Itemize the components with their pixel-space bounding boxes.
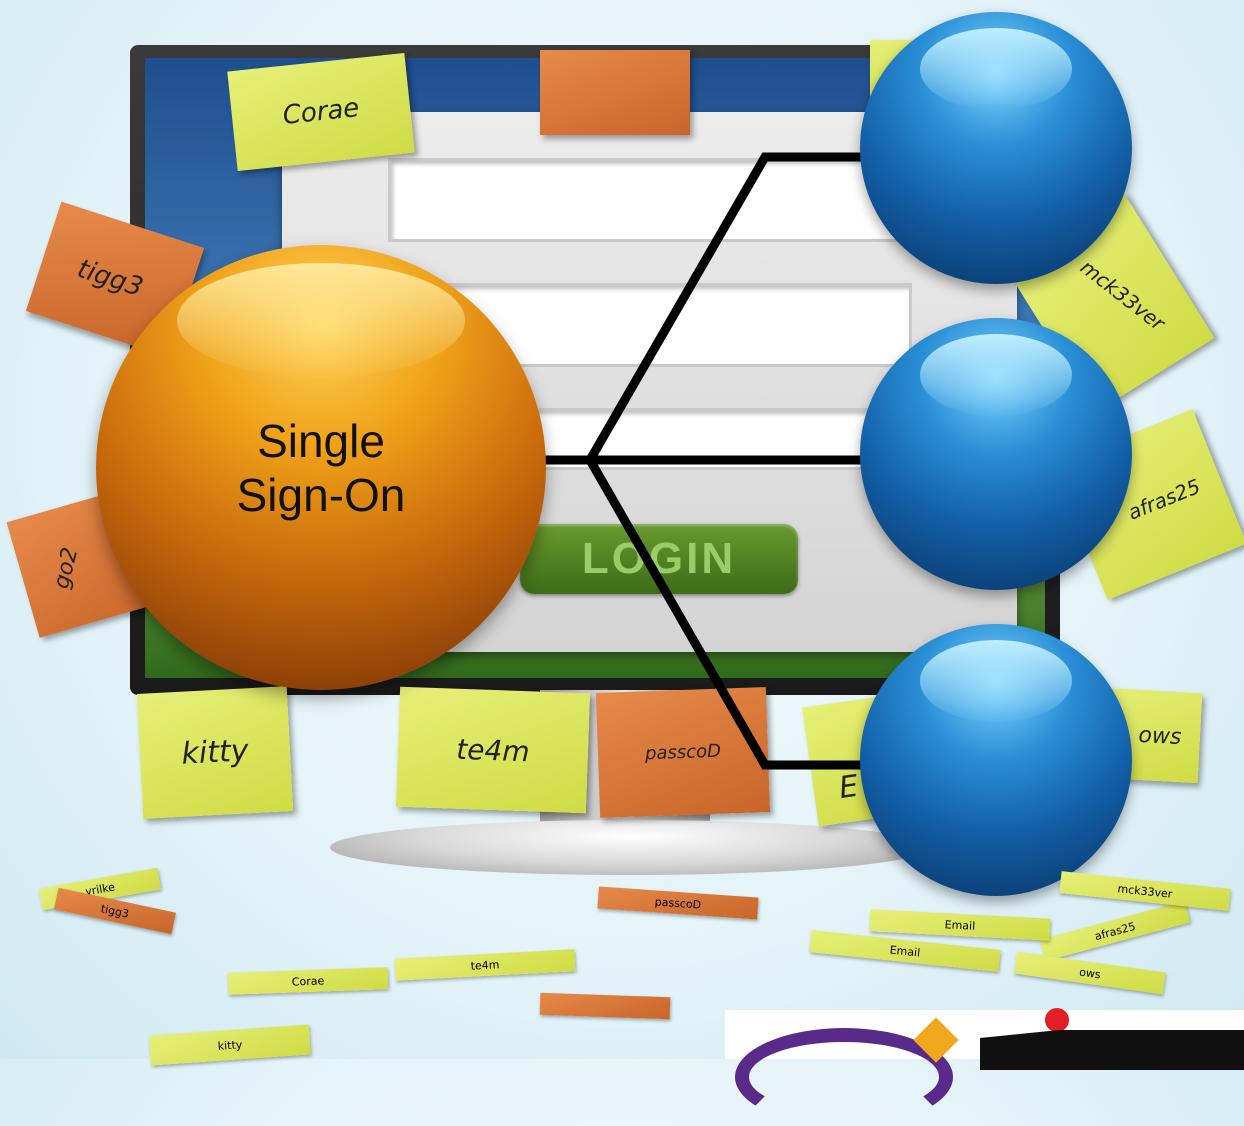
connector-top bbox=[540, 152, 905, 465]
app-sphere-bottom bbox=[860, 624, 1132, 896]
floor-note bbox=[539, 992, 671, 1020]
app-sphere-middle bbox=[860, 318, 1132, 590]
connector-lines bbox=[540, 152, 905, 770]
username-field[interactable] bbox=[388, 158, 912, 242]
logo-dot bbox=[1045, 1008, 1069, 1032]
note-orange-top bbox=[540, 50, 690, 135]
logo-wordmark-shape bbox=[980, 1030, 1244, 1070]
login-button[interactable]: LOGIN bbox=[520, 524, 798, 594]
single-sign-on-label: Single Sign-On bbox=[236, 414, 406, 521]
connector-bottom bbox=[586, 457, 905, 770]
monitor-stand-base bbox=[330, 820, 930, 875]
logo-area bbox=[725, 1008, 1244, 1126]
single-sign-on-sphere: Single Sign-On bbox=[96, 245, 546, 690]
app-sphere-top bbox=[860, 12, 1132, 284]
